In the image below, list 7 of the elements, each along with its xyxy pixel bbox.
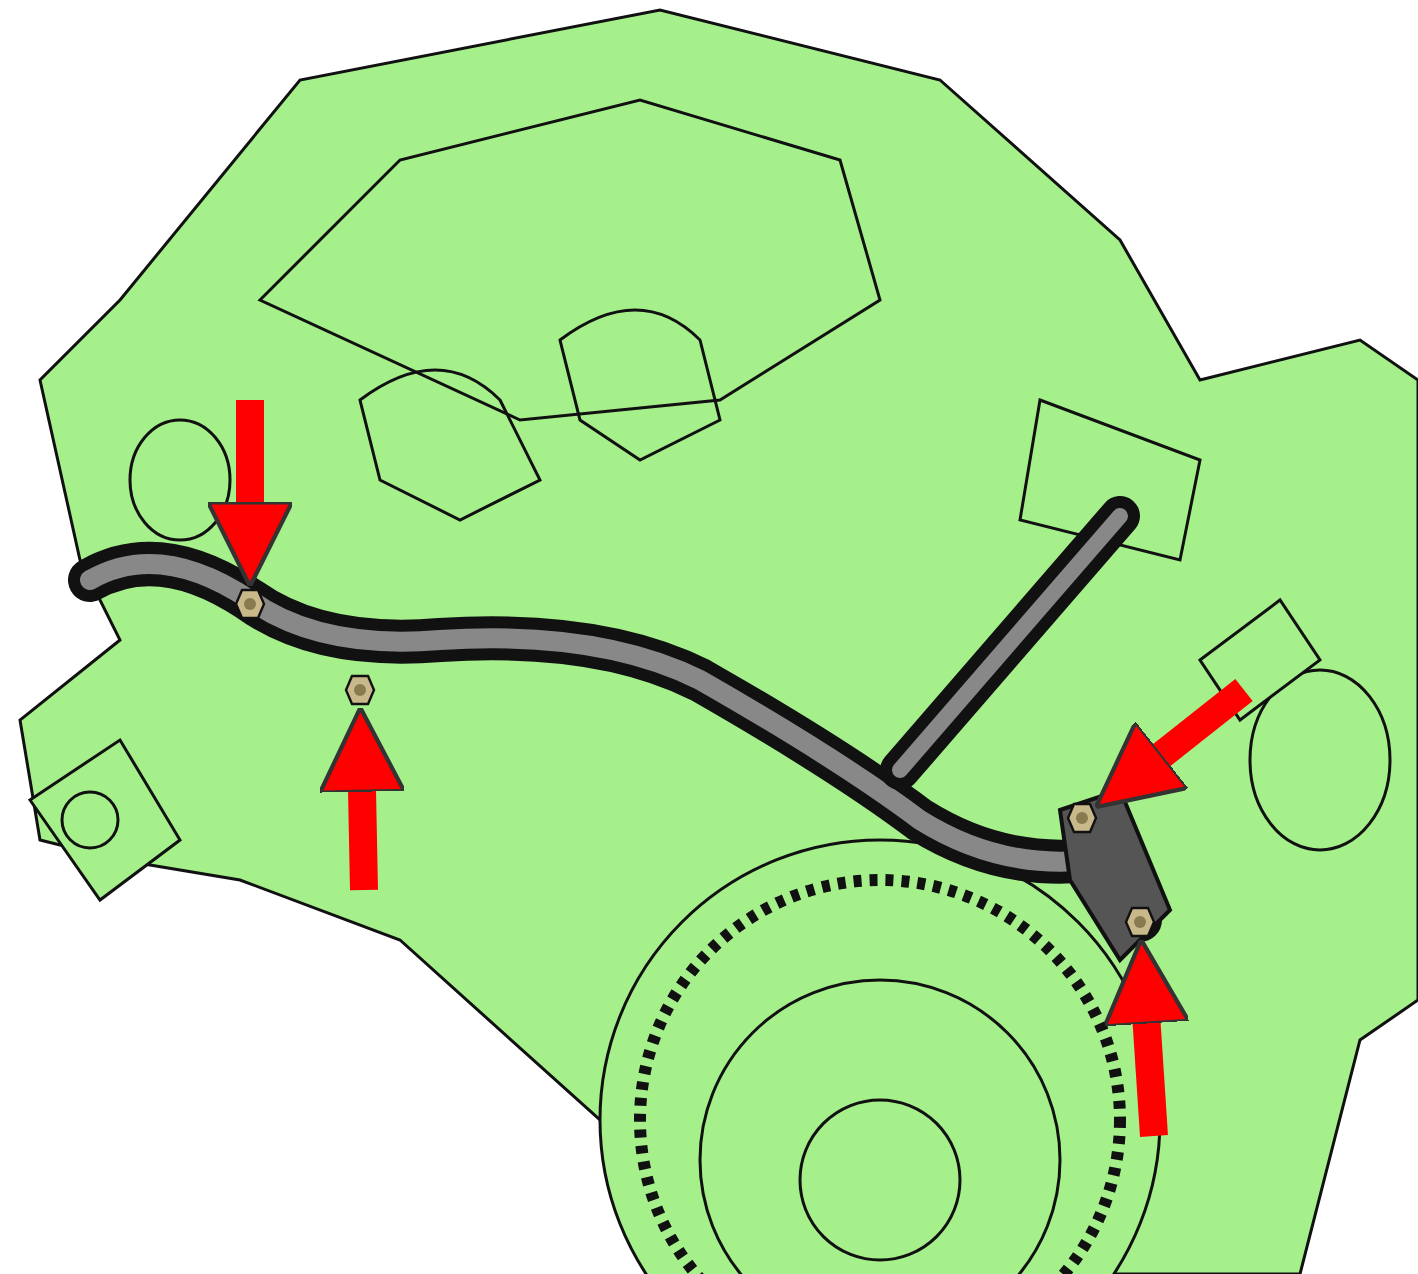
arrow <box>205 400 295 589</box>
bolt-head <box>1066 802 1098 834</box>
bolt-head <box>344 674 376 706</box>
arrow <box>317 705 407 891</box>
arrow <box>1102 937 1191 1137</box>
bolt-head <box>1124 906 1156 938</box>
arrow <box>1093 679 1253 810</box>
